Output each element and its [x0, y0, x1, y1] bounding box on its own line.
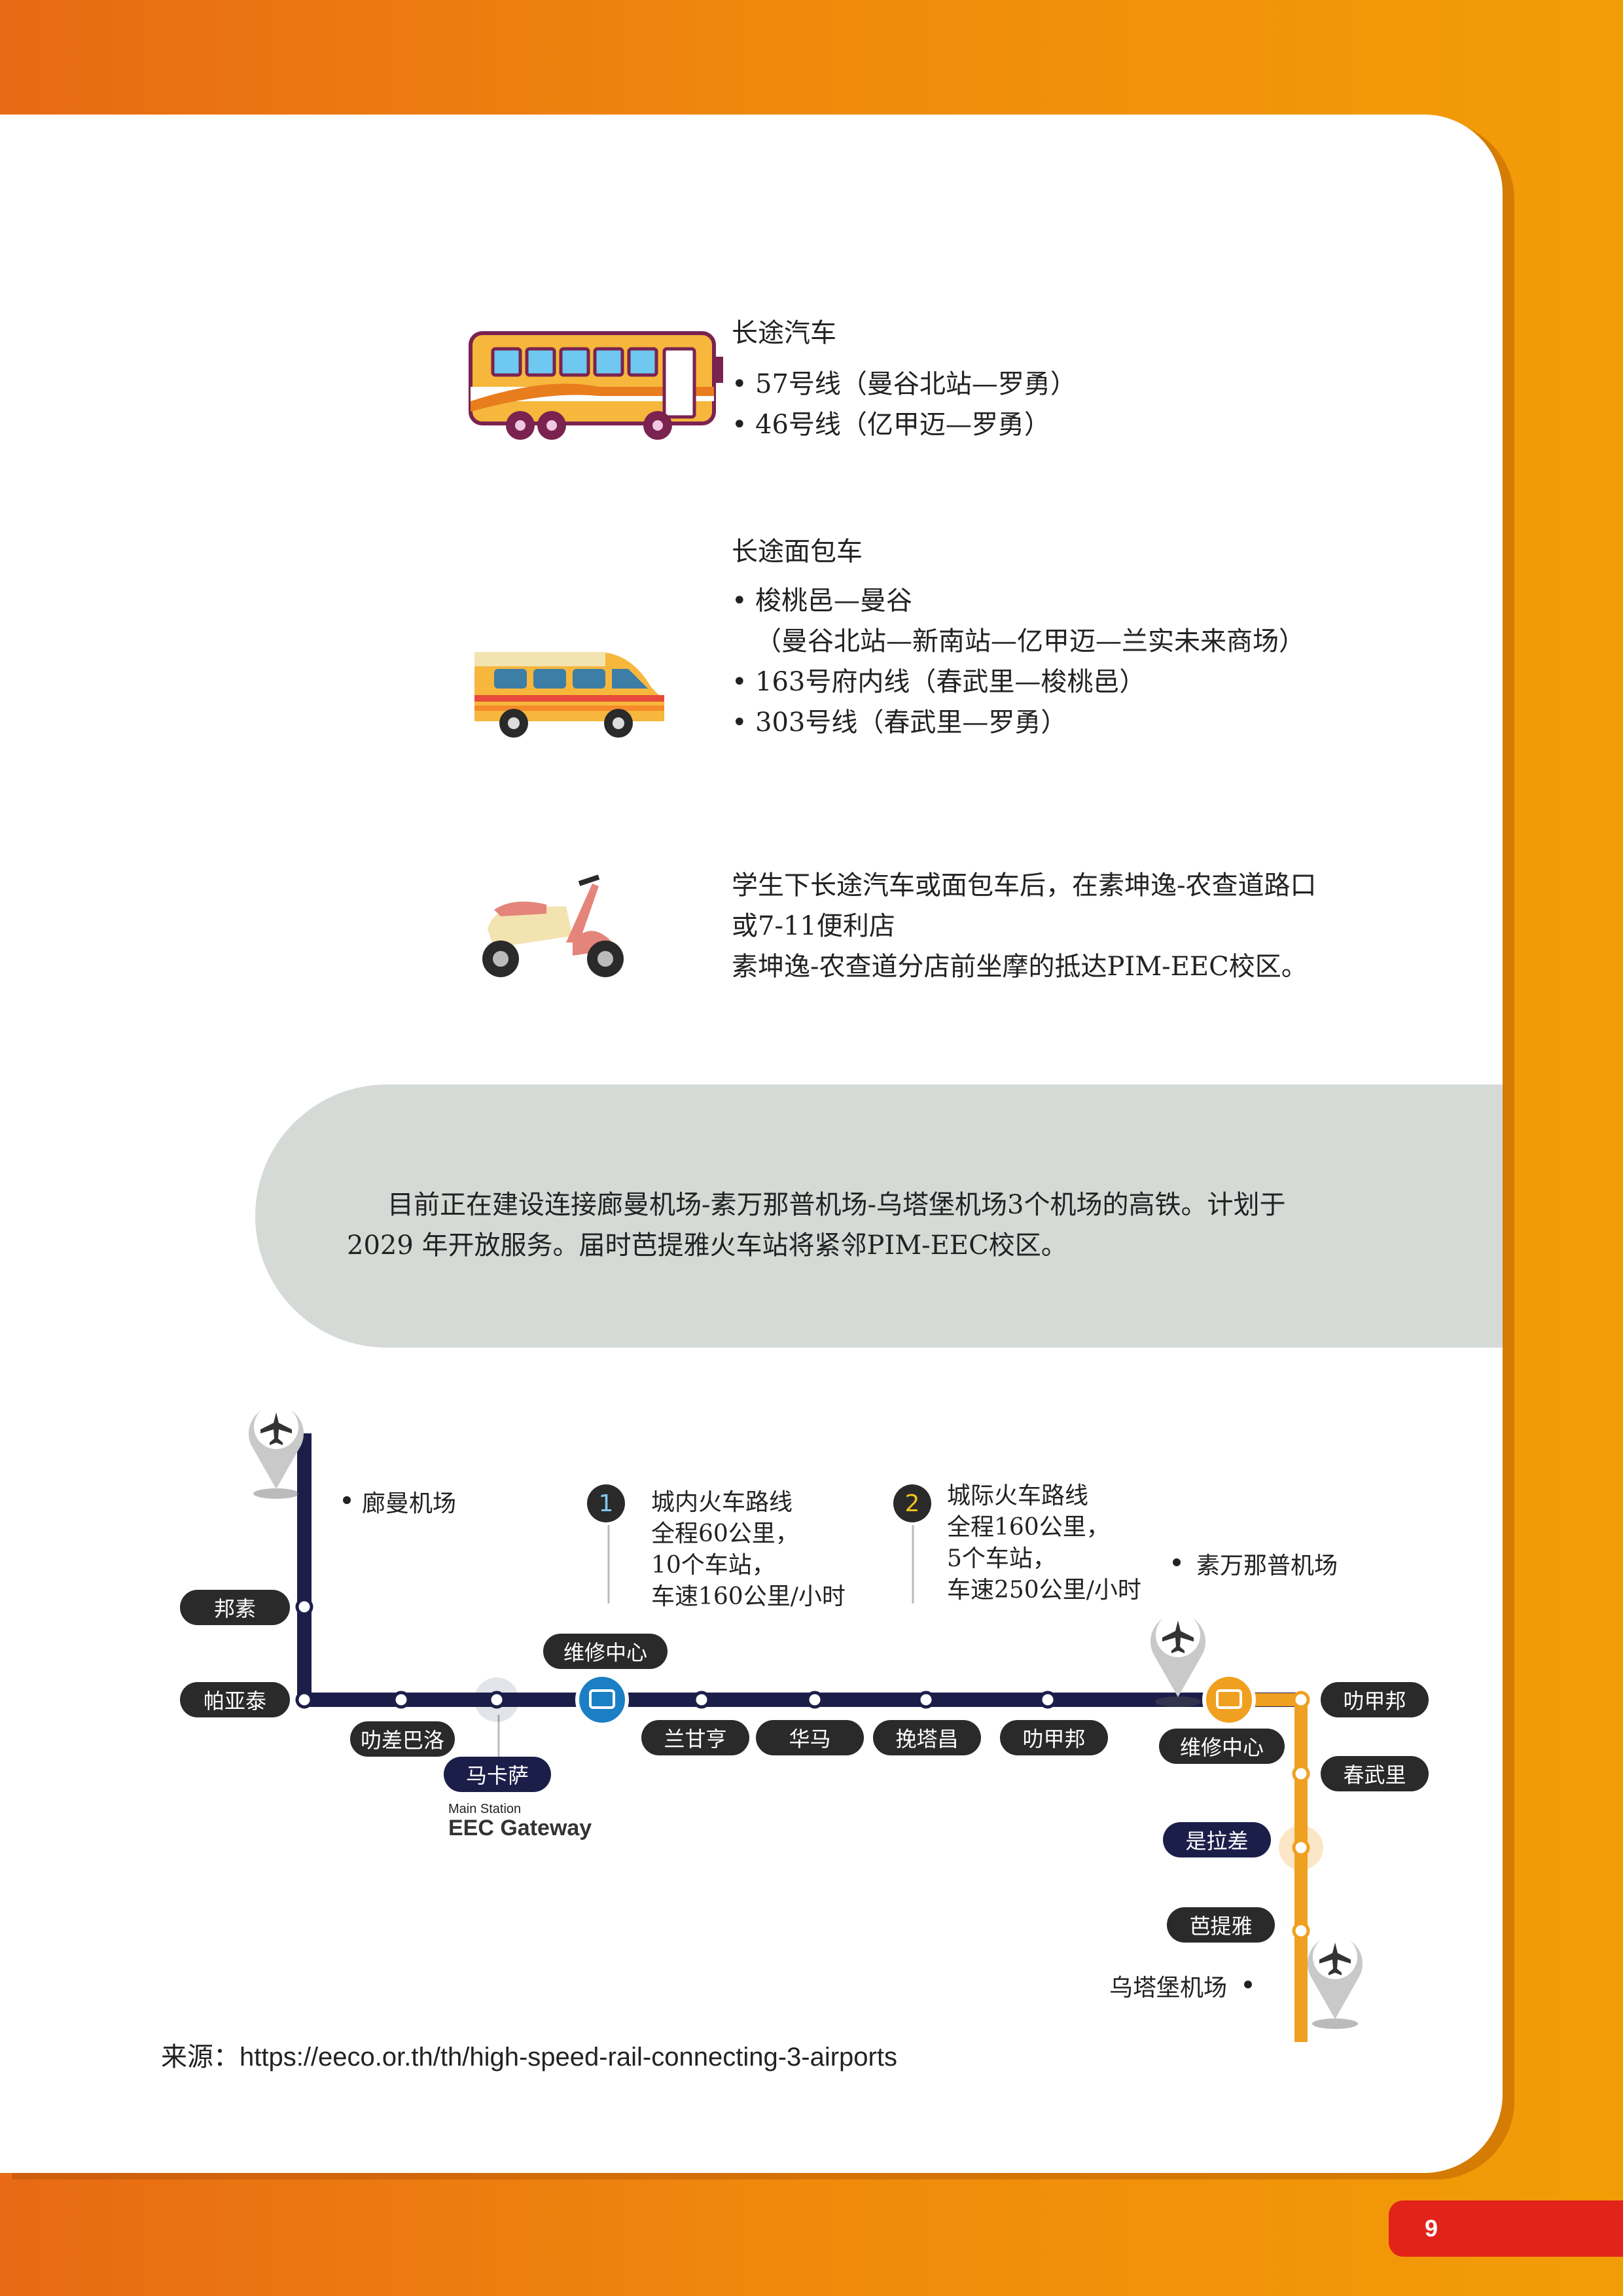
list-item-detail: （曼谷北站—新南站—亿甲迈—兰实未来商场） — [755, 626, 1305, 656]
gateway-caption: Main Station — [448, 1802, 522, 1816]
airport-label: 廊曼机场 — [362, 1490, 457, 1517]
route-info: 城内火车路线 全程60公里， 10个车站， 车速160公里/小时 — [651, 1487, 846, 1613]
page-number-text: 9 — [1425, 2215, 1438, 2242]
station-pill: 维修中心 — [1159, 1729, 1285, 1764]
list-item: 梭桃邑—曼谷 — [732, 581, 1305, 621]
station-pill: 芭提雅 — [1167, 1907, 1275, 1943]
airplane-pin-icon — [249, 1405, 304, 1499]
route-line: 城际火车路线 — [947, 1482, 1089, 1509]
station-pill: 马卡萨 — [444, 1757, 551, 1792]
scooter-icon — [482, 874, 624, 977]
source-citation: 来源：https://eeco.or.th/th/high-speed-rail… — [161, 2043, 897, 2072]
station-pill: 挽塔昌 — [873, 1720, 981, 1755]
station-pill: 华马 — [756, 1720, 864, 1755]
station-pill: 是拉差 — [1163, 1822, 1271, 1857]
station-pill: 春武里 — [1321, 1756, 1429, 1791]
list-item: 57号线（曼谷北站—罗勇） — [732, 364, 1077, 404]
moto-line: 素坤逸-农查道分店前坐摩的抵达PIM-EEC校区。 — [732, 952, 1308, 982]
list-item: 46号线（亿甲迈—罗勇） — [732, 404, 1077, 445]
route-line: 全程160公里， — [947, 1514, 1110, 1541]
bus-title: 长途汽车 — [732, 318, 836, 348]
banner-text: 目前正在建设连接廊曼机场-素万那普机场-乌塔堡机场3个机场的高铁。计划于2029… — [347, 1190, 1286, 1261]
route-line: 10个车站， — [651, 1552, 776, 1579]
moto-text: 学生下长途汽车或面包车后，在素坤逸-农查道路口 或7-11便利店 素坤逸-农查道… — [732, 865, 1317, 987]
station-pill: 帕亚泰 — [180, 1682, 290, 1717]
page-number: 9 — [1389, 2200, 1623, 2257]
route-line: 全程60公里， — [651, 1520, 799, 1547]
route-line: 车速160公里/小时 — [651, 1583, 846, 1610]
route-number-badge: 1 — [587, 1484, 625, 1522]
station-pill: 兰甘亨 — [641, 1720, 749, 1755]
gateway-title: EEC Gateway — [448, 1816, 592, 1840]
airport-label: 素万那普机场 — [1196, 1552, 1338, 1579]
city-stations — [295, 1598, 1057, 1709]
intercity-stations — [1292, 1691, 1310, 1940]
depot-icon — [575, 1673, 629, 1727]
moto-line: 学生下长途汽车或面包车后，在素坤逸-农查道路口 — [732, 870, 1317, 901]
station-pill: 邦素 — [180, 1590, 290, 1625]
list-item: 303号线（春武里—罗勇） — [732, 702, 1305, 743]
bus-icon — [469, 331, 723, 440]
van-list: 梭桃邑—曼谷 （曼谷北站—新南站—亿甲迈—兰实未来商场） 163号府内线（春武里… — [732, 581, 1305, 743]
route-number-badge: 2 — [893, 1484, 931, 1522]
van-title: 长途面包车 — [732, 537, 863, 567]
route-line: 城内火车路线 — [651, 1489, 793, 1516]
list-item: 163号府内线（春武里—梭桃邑） — [732, 662, 1305, 702]
van-icon — [474, 652, 664, 738]
info-banner — [255, 1085, 1503, 1348]
station-pill: 叻甲邦 — [1321, 1682, 1429, 1717]
route-line: 5个车站， — [947, 1545, 1056, 1572]
station-pill: 叻甲邦 — [1000, 1720, 1108, 1755]
airport-label: 乌塔堡机场 — [1109, 1975, 1228, 2001]
station-pill: 叻差巴洛 — [350, 1721, 455, 1757]
airplane-pin-icon — [1308, 1935, 1363, 2029]
depot-icon — [1202, 1673, 1256, 1727]
bus-list: 57号线（曼谷北站—罗勇） 46号线（亿甲迈—罗勇） — [732, 364, 1077, 445]
route-info: 城际火车路线 全程160公里， 5个车站， 车速250公里/小时 — [947, 1480, 1141, 1606]
station-pill: 维修中心 — [543, 1634, 668, 1669]
airplane-pin-icon — [1150, 1613, 1206, 1707]
route-line: 车速250公里/小时 — [947, 1577, 1141, 1604]
moto-line: 或7-11便利店 — [732, 911, 895, 941]
